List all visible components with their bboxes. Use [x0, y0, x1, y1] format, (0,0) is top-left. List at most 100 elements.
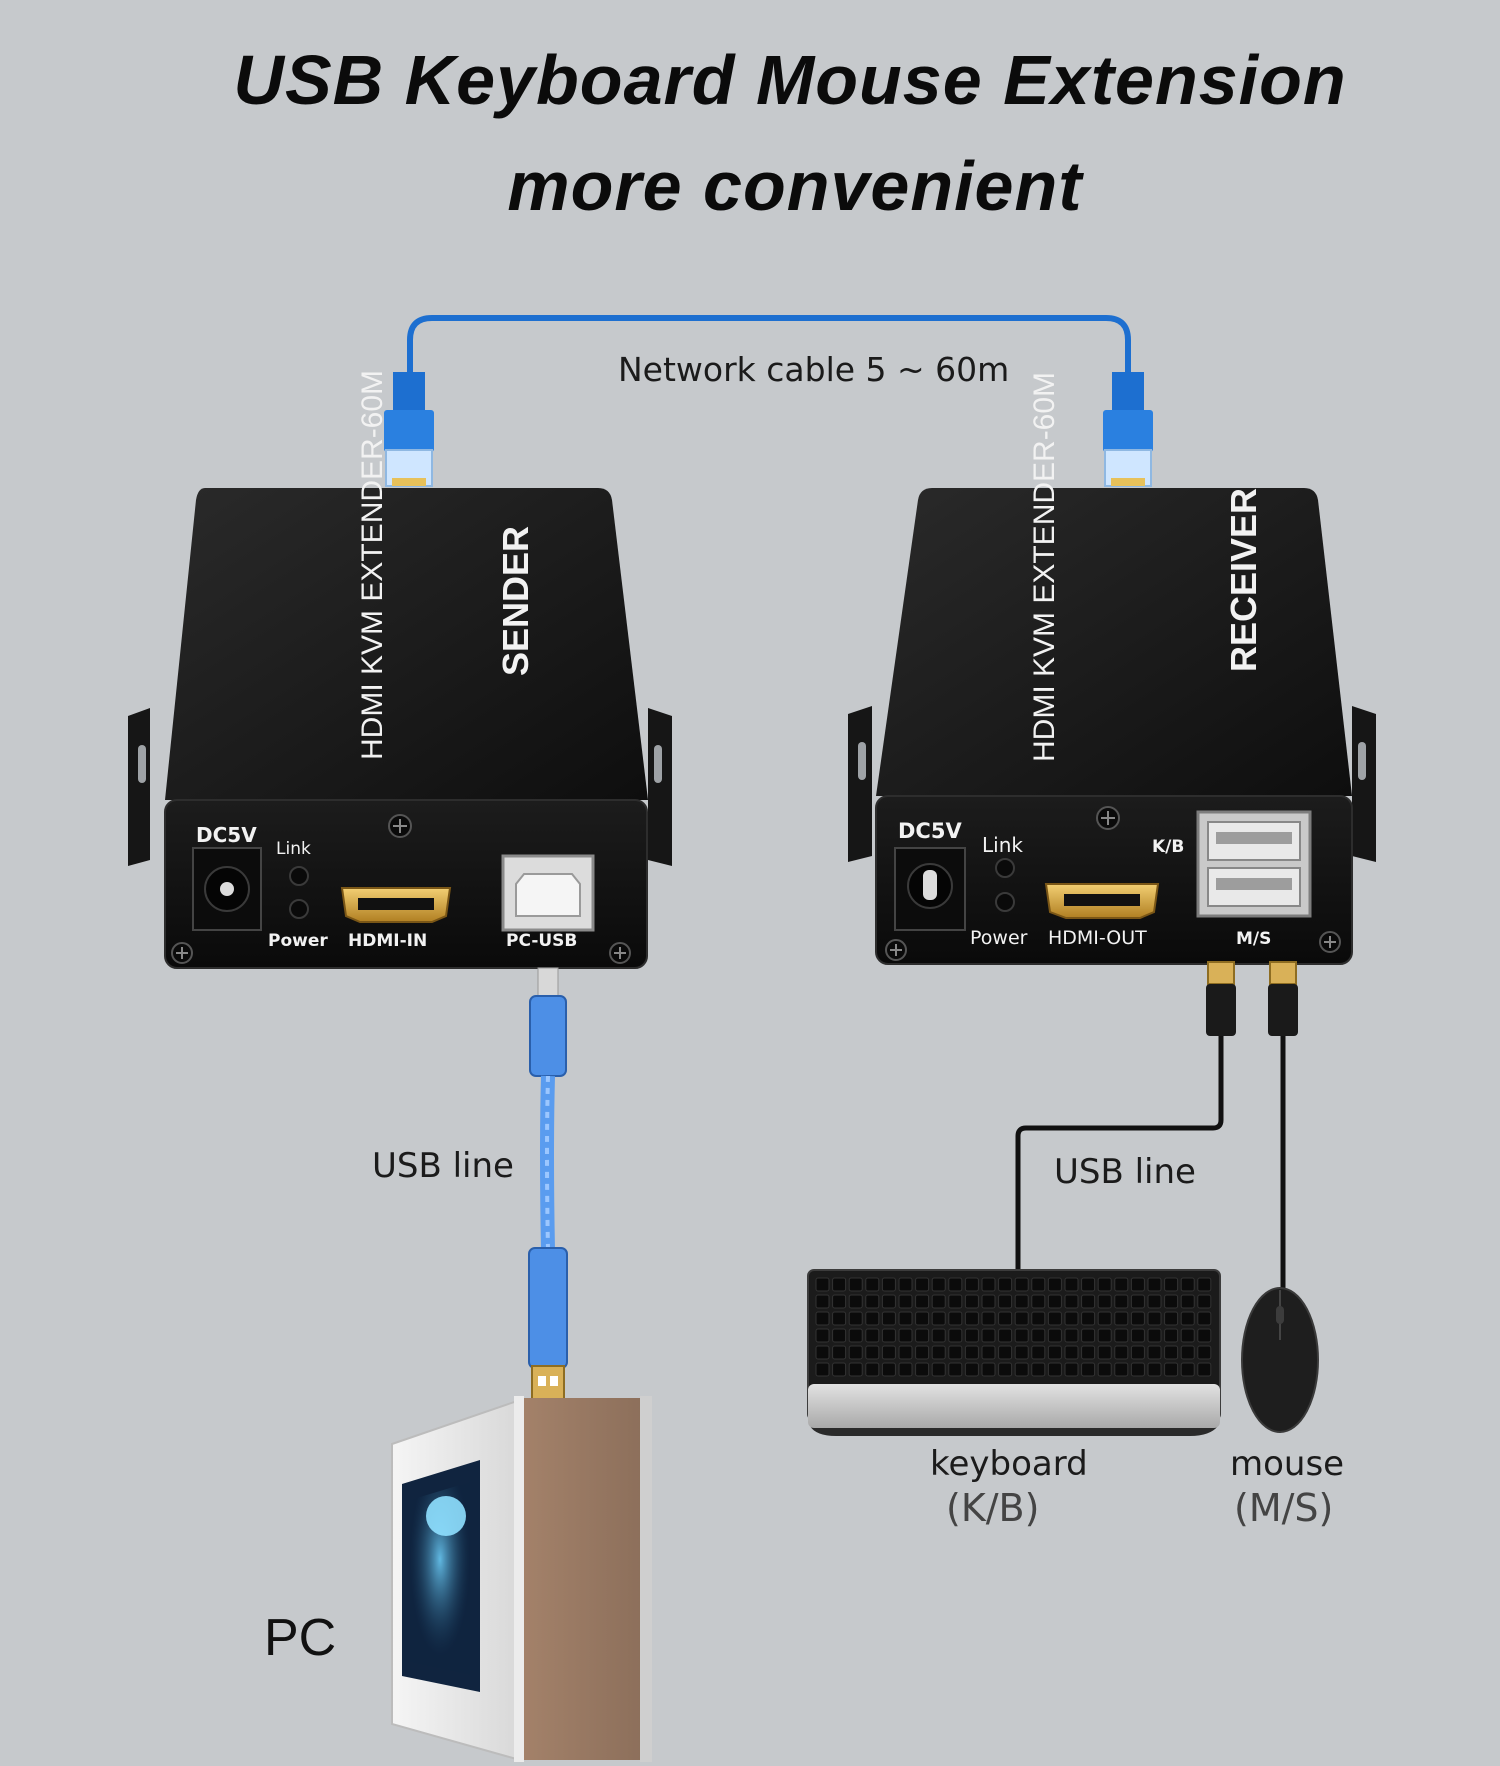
keyboard-key [898, 1328, 913, 1343]
receiver-hdmi-label: HDMI-OUT [1048, 927, 1147, 949]
keyboard-key [1130, 1277, 1145, 1292]
keyboard-key [865, 1294, 880, 1309]
keyboard-key [931, 1311, 946, 1326]
keyboard-key [1047, 1328, 1062, 1343]
keyboard-key [998, 1311, 1013, 1326]
receiver-ms-label: M/S [1236, 929, 1271, 949]
keyboard-key [1064, 1294, 1079, 1309]
keyboard-key [865, 1328, 880, 1343]
keyboard-key [1147, 1294, 1162, 1309]
keyboard-key [1047, 1345, 1062, 1360]
keyboard-key [1147, 1345, 1162, 1360]
keyboard-key [865, 1362, 880, 1377]
keyboard-key [832, 1294, 847, 1309]
receiver-model-label: HDMI KVM EXTENDER-60M [1028, 372, 1061, 762]
keyboard-key [848, 1277, 863, 1292]
keyboard-key [1197, 1345, 1212, 1360]
keyboard-key [1180, 1345, 1195, 1360]
keyboard-key [931, 1328, 946, 1343]
keyboard-key [865, 1277, 880, 1292]
receiver-device [848, 488, 1376, 965]
usb-cable-keyboard [1015, 961, 1236, 1272]
keyboard-key [981, 1362, 996, 1377]
network-cable [407, 315, 1131, 372]
keyboard-key [981, 1345, 996, 1360]
keyboard-key [815, 1294, 830, 1309]
keyboard-key [931, 1294, 946, 1309]
keyboard-key [1130, 1345, 1145, 1360]
keyboard-key [881, 1277, 896, 1292]
keyboard-key [1014, 1328, 1029, 1343]
keyboard-key [1197, 1277, 1212, 1292]
keyboard-key [898, 1311, 913, 1326]
keyboard-key [832, 1277, 847, 1292]
keyboard-key [848, 1311, 863, 1326]
pc-label: PC [264, 1609, 337, 1667]
keyboard-key [1147, 1277, 1162, 1292]
keyboard-key [1197, 1294, 1212, 1309]
keyboard-key [832, 1311, 847, 1326]
keyboard-key [1097, 1277, 1112, 1292]
keyboard-key [915, 1294, 930, 1309]
sender-usb-label: PC-USB [506, 931, 577, 951]
keyboard-key [1081, 1311, 1096, 1326]
keyboard-key [1147, 1362, 1162, 1377]
keyboard-key [1180, 1277, 1195, 1292]
keyboard-key [1130, 1294, 1145, 1309]
keyboard-key [898, 1277, 913, 1292]
keyboard-key [1147, 1311, 1162, 1326]
keyboard-key [1047, 1277, 1062, 1292]
mouse-device [1241, 1287, 1319, 1433]
receiver-kb-label: K/B [1152, 837, 1184, 857]
keyboard-key [881, 1294, 896, 1309]
keyboard-key [1130, 1311, 1145, 1326]
keyboard-key [931, 1362, 946, 1377]
keyboard-key [948, 1345, 963, 1360]
keyboard-key [832, 1362, 847, 1377]
keyboard-key [1114, 1294, 1129, 1309]
keyboard-key [1197, 1311, 1212, 1326]
network-cable-label: Network cable 5 ~ 60m [618, 350, 1010, 389]
keyboard-key [915, 1277, 930, 1292]
keyboard-key [815, 1277, 830, 1292]
keyboard-key [832, 1345, 847, 1360]
screw-icon [885, 806, 1341, 961]
keyboard-key [948, 1294, 963, 1309]
keyboard-label: keyboard [930, 1444, 1088, 1484]
keyboard-key [964, 1294, 979, 1309]
keyboard-key [1180, 1294, 1195, 1309]
keyboard-key [1114, 1328, 1129, 1343]
keyboard-key [1147, 1328, 1162, 1343]
keyboard-key [1180, 1328, 1195, 1343]
usb-line-label-left: USB line [372, 1146, 514, 1186]
keyboard-key [848, 1294, 863, 1309]
keyboard-key [915, 1362, 930, 1377]
keyboard-key [1047, 1362, 1062, 1377]
keyboard-key [898, 1345, 913, 1360]
keyboard-key [948, 1277, 963, 1292]
keyboard-key [1014, 1345, 1029, 1360]
keyboard-key [1130, 1362, 1145, 1377]
keyboard-key [964, 1277, 979, 1292]
keyboard-key [848, 1345, 863, 1360]
keyboard-key [964, 1311, 979, 1326]
keyboard-key [1064, 1362, 1079, 1377]
keyboard-key [815, 1328, 830, 1343]
keyboard-device [807, 1269, 1221, 1436]
keyboard-key [964, 1328, 979, 1343]
keyboard-key [1164, 1294, 1179, 1309]
receiver-link-label: Link [982, 833, 1023, 857]
keyboard-key [1197, 1328, 1212, 1343]
keyboard-key [998, 1277, 1013, 1292]
sender-role-label: SENDER [495, 526, 536, 676]
keyboard-key [1047, 1294, 1062, 1309]
keyboard-key [948, 1362, 963, 1377]
keyboard-key [964, 1345, 979, 1360]
keyboard-key [1014, 1277, 1029, 1292]
keyboard-key [948, 1311, 963, 1326]
sender-link-label: Link [276, 839, 311, 859]
keyboard-key [981, 1328, 996, 1343]
keyboard-key [865, 1345, 880, 1360]
